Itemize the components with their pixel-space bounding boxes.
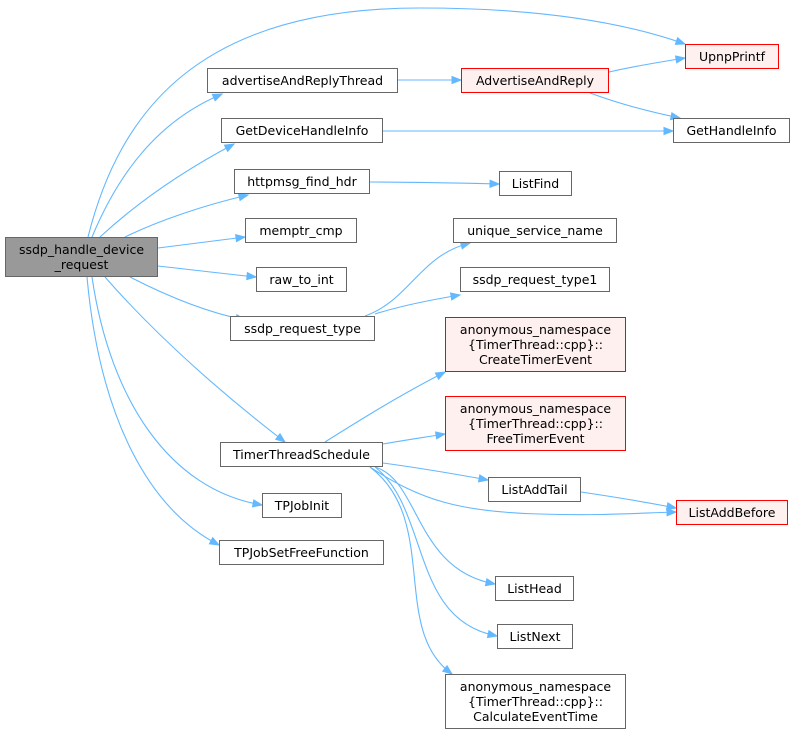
node-upnp-printf[interactable]: UpnpPrintf bbox=[685, 44, 779, 69]
edge-arrowhead bbox=[246, 271, 258, 281]
edge-httpmsg_find_hdr-to-ListFind bbox=[369, 181, 500, 185]
edge-ssdp_handle_device_request-to-TimerThreadSchedule bbox=[104, 276, 286, 443]
node-tp-job-set-free-function[interactable]: TPJobSetFreeFunction bbox=[219, 540, 384, 565]
edge-arrowhead bbox=[434, 371, 447, 381]
edge-ssdp_request_type-to-unique_service_name bbox=[364, 242, 471, 317]
node-label-line: UpnpPrintf bbox=[698, 49, 766, 64]
edge-arrowhead bbox=[484, 577, 497, 587]
node-tp-job-init[interactable]: TPJobInit bbox=[262, 493, 342, 518]
edge-TimerThreadSchedule-to-ListAddTail bbox=[382, 462, 489, 481]
edge-ssdp_handle_device_request-to-ssdp_request_type bbox=[129, 276, 246, 321]
node-label-line: {TimerThread::cpp}:: bbox=[468, 337, 603, 352]
node-ssdp-request-type1[interactable]: ssdp_request_type1 bbox=[460, 267, 610, 292]
node-label-line: TimerThreadSchedule bbox=[233, 447, 370, 462]
edge-arrowhead bbox=[665, 502, 678, 511]
edge-TimerThreadSchedule-to-ListHead bbox=[374, 466, 496, 585]
node-label-line: AdvertiseAndReply bbox=[475, 73, 595, 88]
edge-arrowhead bbox=[486, 629, 499, 639]
node-list-next[interactable]: ListNext bbox=[497, 624, 573, 649]
node-label-line: ListNext bbox=[509, 629, 561, 644]
node-label-line: TPJobInit bbox=[274, 498, 330, 513]
node-raw-to-int[interactable]: raw_to_int bbox=[256, 267, 347, 292]
edge-TimerThreadSchedule-to-ListNext bbox=[374, 466, 498, 637]
node-list-add-tail[interactable]: ListAddTail bbox=[488, 477, 581, 502]
node-label-line: httpmsg_find_hdr bbox=[247, 174, 357, 189]
node-label-line: ListAddBefore bbox=[688, 505, 776, 520]
node-ssdp-request-type[interactable]: ssdp_request_type bbox=[230, 316, 375, 341]
edge-AdvertiseAndReply-to-UpnpPrintf bbox=[608, 57, 686, 73]
edge-ssdp_handle_device_request-to-TPJobInit bbox=[91, 276, 263, 506]
edge-ssdp_handle_device_request-to-GetDeviceHandleInfo bbox=[99, 143, 235, 238]
edge-arrowhead bbox=[235, 233, 247, 243]
node-list-find[interactable]: ListFind bbox=[499, 171, 572, 196]
node-label-line: _request bbox=[54, 257, 109, 272]
node-label-line: CreateTimerEvent bbox=[478, 352, 593, 367]
edge-TimerThreadSchedule-to-CreateTimerEvent bbox=[324, 371, 446, 443]
node-label-line: GetDeviceHandleInfo bbox=[235, 123, 369, 138]
edge-arrowhead bbox=[434, 431, 447, 440]
edge-TimerThreadSchedule-to-ListAddBefore bbox=[369, 466, 677, 516]
node-label-line: raw_to_int bbox=[269, 272, 334, 287]
node-label-line: ListFind bbox=[511, 176, 560, 191]
edge-arrowhead bbox=[449, 292, 462, 301]
edge-arrowhead bbox=[674, 55, 687, 64]
edge-ssdp_handle_device_request-to-TPJobSetFreeFunction bbox=[86, 276, 220, 546]
node-advertise-and-reply-thread[interactable]: advertiseAndReplyThread bbox=[207, 68, 398, 93]
edge-arrowhead bbox=[223, 143, 236, 153]
edge-arrowhead bbox=[489, 179, 501, 188]
edge-arrowhead bbox=[237, 193, 250, 202]
node-label-line: {TimerThread::cpp}:: bbox=[468, 694, 603, 709]
edge-arrowhead bbox=[451, 75, 463, 85]
edge-arrowhead bbox=[251, 499, 264, 508]
node-label-line: memptr_cmp bbox=[259, 223, 343, 238]
node-calculate-event-time[interactable]: anonymous_namespace {TimerThread::cpp}::… bbox=[445, 674, 626, 729]
node-label-line: GetHandleInfo bbox=[686, 123, 777, 138]
node-httpmsg-find-hdr[interactable]: httpmsg_find_hdr bbox=[234, 169, 370, 194]
node-get-device-handle-info[interactable]: GetDeviceHandleInfo bbox=[221, 118, 383, 143]
edge-AdvertiseAndReply-to-GetHandleInfo bbox=[589, 92, 681, 119]
edge-arrowhead bbox=[274, 432, 287, 443]
node-ssdp-handle-device-request[interactable]: ssdp_handle_device _request bbox=[5, 237, 158, 277]
node-free-timer-event[interactable]: anonymous_namespace {TimerThread::cpp}::… bbox=[445, 396, 626, 451]
node-label-line: ListHead bbox=[507, 581, 562, 596]
node-label-line: ssdp_request_type bbox=[244, 321, 361, 336]
node-label-line: FreeTimerEvent bbox=[486, 431, 585, 446]
node-label-line: TPJobSetFreeFunction bbox=[234, 545, 369, 560]
node-memptr-cmp[interactable]: memptr_cmp bbox=[245, 218, 357, 243]
edge-arrowhead bbox=[208, 536, 221, 546]
node-label-line: CalculateEventTime bbox=[473, 709, 598, 724]
edge-ssdp_handle_device_request-to-httpmsg_find_hdr bbox=[124, 194, 249, 238]
node-label-line: anonymous_namespace bbox=[459, 679, 612, 694]
node-label-line: ssdp_request_type1 bbox=[472, 272, 598, 287]
node-list-add-before[interactable]: ListAddBefore bbox=[676, 500, 788, 525]
edge-arrowhead bbox=[674, 36, 687, 45]
edge-TimerThreadSchedule-to-CalculateEventTime bbox=[369, 466, 453, 675]
node-label-line: anonymous_namespace bbox=[459, 401, 612, 416]
edge-arrowhead bbox=[441, 664, 454, 675]
edge-arrowhead bbox=[211, 93, 224, 102]
node-list-head[interactable]: ListHead bbox=[495, 576, 574, 601]
edge-ssdp_handle_device_request-to-UpnpPrintf bbox=[87, 7, 686, 238]
node-unique-service-name[interactable]: unique_service_name bbox=[453, 218, 617, 243]
edge-ssdp_handle_device_request-to-raw_to_int bbox=[157, 265, 257, 278]
node-label-line: ssdp_handle_device bbox=[18, 242, 145, 257]
node-label-line: {TimerThread::cpp}:: bbox=[468, 416, 603, 431]
edge-ListAddTail-to-ListAddBefore bbox=[580, 491, 677, 509]
node-timer-thread-schedule[interactable]: TimerThreadSchedule bbox=[220, 442, 383, 467]
node-get-handle-info[interactable]: GetHandleInfo bbox=[673, 118, 790, 143]
edge-arrowhead bbox=[477, 474, 490, 483]
edge-ssdp_handle_device_request-to-memptr_cmp bbox=[157, 236, 246, 249]
node-label-line: ListAddTail bbox=[501, 482, 568, 497]
node-label-line: anonymous_namespace bbox=[459, 322, 612, 337]
node-label-line: unique_service_name bbox=[467, 223, 603, 238]
edge-ssdp_handle_device_request-to-advertiseAndReplyThread bbox=[91, 93, 223, 238]
edge-arrowhead bbox=[666, 508, 678, 517]
edge-arrowhead bbox=[663, 126, 675, 136]
node-label-line: advertiseAndReplyThread bbox=[221, 73, 384, 88]
node-advertise-and-reply[interactable]: AdvertiseAndReply bbox=[461, 68, 609, 93]
edge-arrowhead bbox=[459, 241, 472, 250]
node-create-timer-event[interactable]: anonymous_namespace {TimerThread::cpp}::… bbox=[445, 317, 626, 372]
